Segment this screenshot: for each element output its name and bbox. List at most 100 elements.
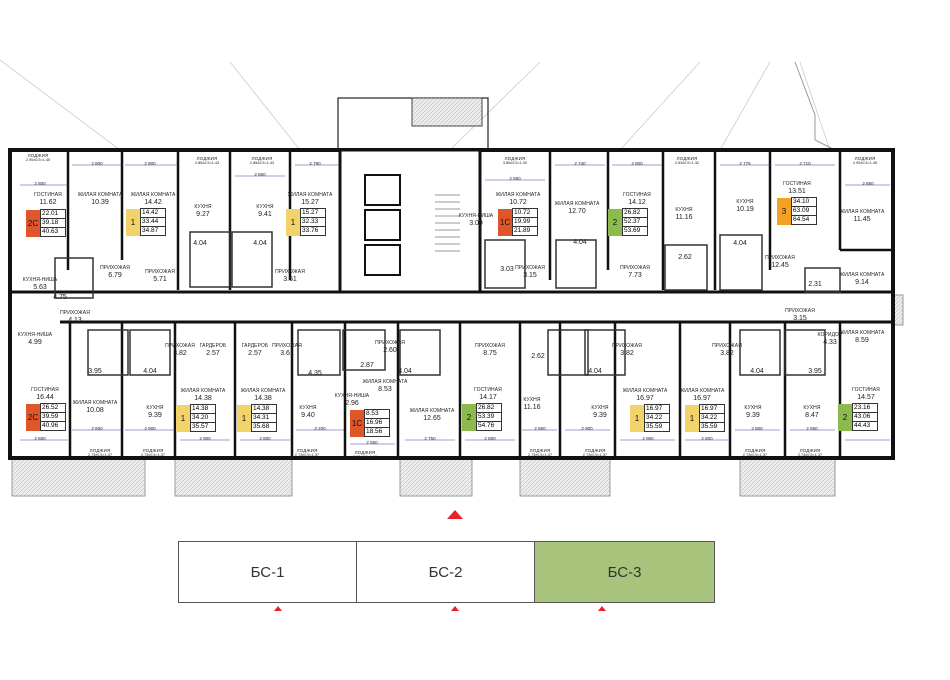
room-area: 3.15 <box>793 314 807 322</box>
room-name: ГОСТИНАЯ <box>474 387 502 393</box>
room-area: 3.09 <box>469 219 483 227</box>
room-name: ЖИЛАЯ КОМНАТА <box>495 192 541 198</box>
total-area-with-loggia: 53.69 <box>622 226 648 236</box>
dimension-label: 2 800 <box>484 436 496 441</box>
room-name: ПРИХОЖАЯ <box>612 343 642 349</box>
total-area-with-loggia: 33.76 <box>300 226 326 236</box>
apartment-type: 2 <box>838 404 852 431</box>
apartment-type: 2 <box>462 404 476 431</box>
room-area: 10.39 <box>91 198 109 206</box>
bathroom-area: 4.04 <box>733 240 747 247</box>
room-name: ЖИЛАЯ КОМНАТА <box>839 209 885 215</box>
apartment-type: 1С <box>350 410 364 437</box>
section-marker-icon <box>451 606 459 611</box>
room-name: ЖИЛАЯ КОМНАТА <box>409 408 455 414</box>
dimension-label: 2 800 <box>144 161 156 166</box>
bathroom-area: 3.95 <box>88 368 102 375</box>
dimension-label: 3 200 <box>314 426 326 431</box>
room-area: 2.57 <box>206 349 220 357</box>
room-area: 5.71 <box>153 275 167 283</box>
room-name: КУХНЯ <box>146 405 164 411</box>
section-bs-3[interactable]: БС-3 <box>534 541 715 603</box>
room-name: КОРИДОР <box>817 332 843 338</box>
room-area: 15.27 <box>301 198 319 206</box>
room-area: 3.61 <box>280 349 294 357</box>
room-area: 3.82 <box>620 349 634 357</box>
room-area: 2.60 <box>383 346 397 354</box>
section-bs-1[interactable]: БС-1 <box>178 541 357 603</box>
apartment-type: 1 <box>176 405 190 432</box>
room-name: ЛОДЖИЯ <box>584 448 606 453</box>
room-area: 14.12 <box>628 198 646 206</box>
dimension-label: 2 800 <box>91 161 103 166</box>
room-name: ЛОДЖИЯ <box>799 448 821 453</box>
room-name: ПРИХОЖАЯ <box>712 343 742 349</box>
room-name: ПРИХОЖАЯ <box>145 269 175 275</box>
room-area: 9.14 <box>855 278 869 286</box>
bathroom-area: 2.62 <box>531 353 545 360</box>
room-area: 5.63 <box>33 283 47 291</box>
room-name: КУХНЯ-НИША <box>334 393 370 399</box>
bathroom-area: 4.04 <box>193 240 207 247</box>
apartment-type: 1 <box>126 209 140 236</box>
room-name: ЖИЛАЯ КОМНАТА <box>839 330 885 336</box>
bathroom-area: 4.04 <box>398 368 412 375</box>
room-name: ЛОДЖИЯ <box>529 448 551 453</box>
dimension-label: 2 800 <box>701 436 713 441</box>
dimension-label: 2 750 <box>424 436 436 441</box>
section-marker-icon <box>598 606 606 611</box>
section-label: БС-3 <box>607 563 642 581</box>
room-area: 2.96 <box>345 399 359 407</box>
room-area: 14.38 <box>194 394 212 402</box>
room-area: 3.82 <box>173 349 187 357</box>
apartment-type: 2 <box>608 209 622 236</box>
room-area: 2.63x0.5=1.32 <box>674 161 700 166</box>
room-area: 7.73 <box>628 271 642 279</box>
dimension-label: 2 900 <box>581 426 593 431</box>
room-area: 9.40 <box>301 411 315 419</box>
room-name: ЖИЛАЯ КОМНАТА <box>72 400 118 406</box>
dimension-label: 2 850 <box>862 181 874 186</box>
bathroom-area: 4.04 <box>573 239 587 246</box>
dimension-label: 2 710 <box>799 161 811 166</box>
section-bs-2[interactable]: БС-2 <box>356 541 535 603</box>
room-name: ЖИЛАЯ КОМНАТА <box>362 379 408 385</box>
total-area-with-loggia: 21.89 <box>512 226 538 236</box>
room-area: 8.75 <box>483 349 497 357</box>
room-area: 8.59 <box>855 336 869 344</box>
room-name: ЛОДЖИЯ <box>676 156 698 161</box>
room-area: 2.57 <box>248 349 262 357</box>
room-name: КУХНЯ <box>675 207 693 213</box>
current-section-marker <box>447 510 463 519</box>
